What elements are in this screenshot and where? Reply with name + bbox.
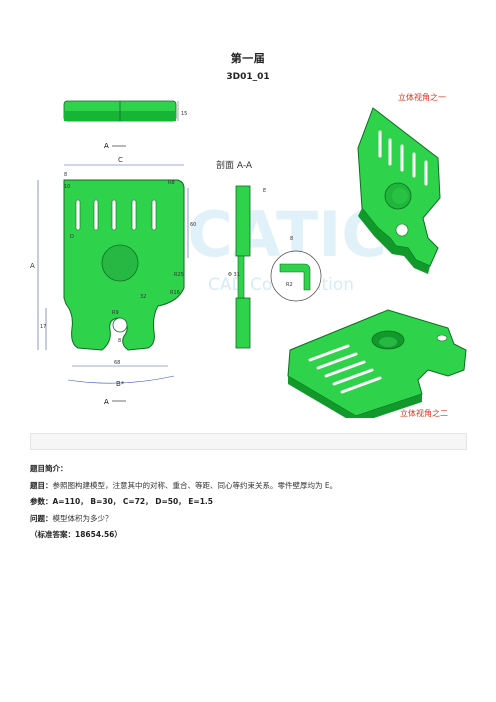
dim-r8: R8 [168,180,175,186]
problem-intro: 题目简介： 题目：参照图构建模型，注意其中的对称、重合、等距、同心等约束关系。零… [30,461,337,544]
answer-line: （标准答案：18654.56） [30,530,122,539]
dim-17: 17 [40,324,46,330]
ask-text: 模型体积为多少？ [52,513,113,523]
ask-label: 问题： [30,513,53,523]
marker-a-bottom: A [104,398,109,406]
iso-view-2 [287,309,467,418]
dim-d: D [70,234,74,240]
dim-8c: 8 [290,236,293,242]
section-label: 剖面 A-A [216,159,253,171]
dim-a: A [30,262,35,270]
dim-r16: R16 [170,290,180,296]
ask-line: 问题：模型体积为多少？ [30,511,337,528]
marker-a-top: A [104,142,109,150]
dim-r2: R2 [286,282,293,288]
view2-label: 立体视角之二 [400,408,448,418]
iso-view-1 [357,107,441,274]
top-view: 15 [63,100,187,122]
dim-b: B* [116,380,125,388]
front-view: C A B* 68 60 17 8 10 R8 R25 R16 32 R9 D … [30,156,196,388]
intro-heading: 题目简介： [30,464,68,473]
params-label: 参数： [30,497,53,506]
engineering-drawing: CSCATIC CAD Competition 15 A A C A B* [30,92,467,418]
question-text: 参照图构建模型，注意其中的对称、重合、等距、同心等约束关系。零件壁厚均为 E。 [52,480,338,490]
dim-8a: 8 [64,172,67,178]
section-view: E Φ 31 8 R2 [228,185,322,349]
page-title: 第一届 [230,52,266,65]
params-line: 参数：A=110， B=30， C=72， D=50， E=1.5 [30,494,337,511]
dim-phi: Φ 31 [228,272,240,278]
question-line: 题目：参照图构建模型，注意其中的对称、重合、等距、同心等约束关系。零件壁厚均为 … [30,478,337,495]
dim-68: 68 [114,360,120,366]
dim-8b: 8 [118,338,121,344]
dim-15: 15 [181,111,187,117]
dim-c: C [118,156,123,164]
dim-r9: R9 [112,310,119,316]
view1-label: 立体视角之一 [398,92,446,102]
separator-bar [30,433,467,450]
dim-60: 60 [190,222,196,228]
dim-10: 10 [64,184,70,190]
params-text: A=110， B=30， C=72， D=50， E=1.5 [52,497,214,506]
dim-32: 32 [140,294,146,300]
question-label: 题目： [30,480,53,490]
dim-r25: R25 [174,272,184,278]
dim-e: E [263,188,266,194]
problem-code: 3D01_01 [226,72,270,82]
